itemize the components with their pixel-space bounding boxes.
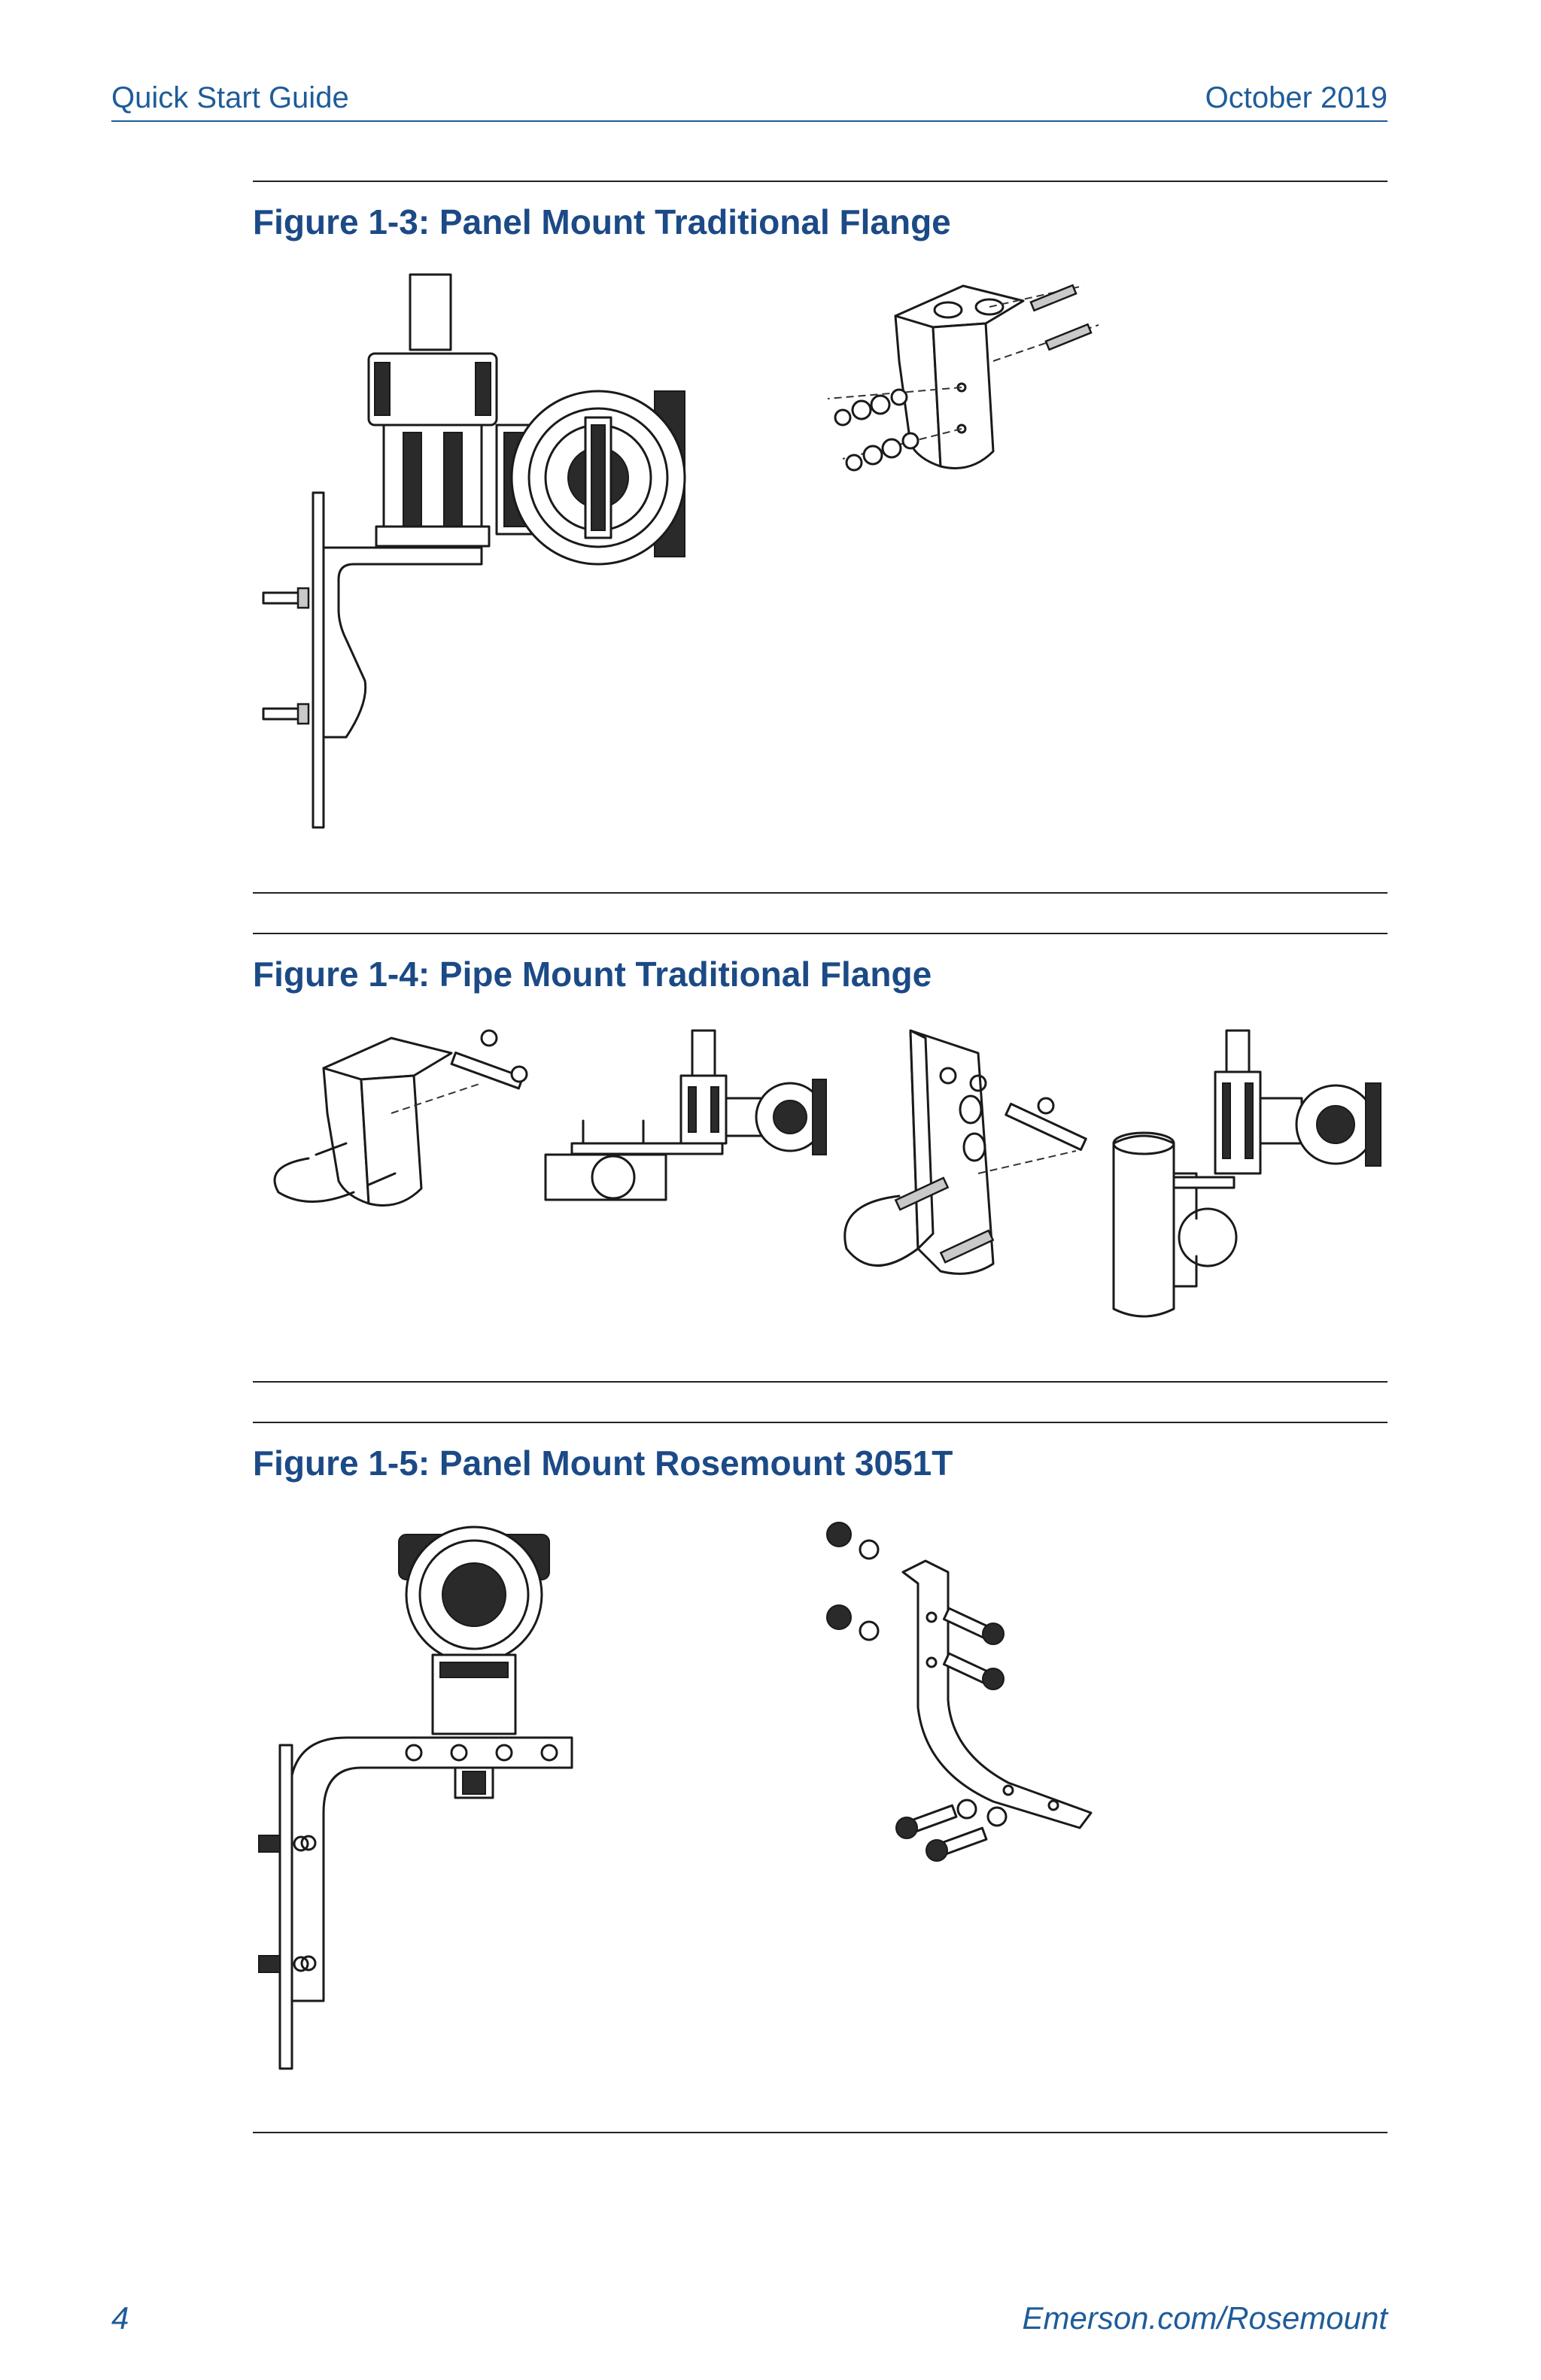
figure-1-5-title: Figure 1-5: Panel Mount Rosemount 3051T	[253, 1443, 953, 1483]
header-date: October 2019	[1205, 81, 1388, 114]
figure-1-5-bracket-exploded-illustration	[813, 1512, 1114, 1888]
figure-1-3-transmitter-illustration	[256, 271, 722, 835]
figure-1-4-title: Figure 1-4: Pipe Mount Traditional Flang…	[253, 955, 932, 994]
page-number: 4	[111, 2300, 129, 2336]
figure-1-4-top-rule	[253, 933, 1388, 934]
footer-website: Emerson.com/Rosemount	[1022, 2300, 1388, 2336]
figure-1-5-bottom-rule	[253, 2132, 1388, 2133]
figure-1-3-top-rule	[253, 181, 1388, 182]
figure-1-4-bracket-ubolt-illustration	[263, 1023, 549, 1219]
header-guide-title: Quick Start Guide	[111, 81, 349, 114]
figure-1-4-bottom-rule	[253, 1381, 1388, 1383]
figure-1-3-title: Figure 1-3: Panel Mount Traditional Flan…	[253, 202, 951, 241]
header-rule	[111, 120, 1388, 122]
figure-1-4-transmitter-on-vertical-pipe-illustration	[1106, 1023, 1407, 1324]
figure-1-3-bottom-rule	[253, 892, 1388, 894]
figure-1-5-top-rule	[253, 1422, 1388, 1423]
figure-1-4-vertical-bracket-exploded-illustration	[828, 1023, 1084, 1294]
figure-1-3-bracket-exploded-illustration	[828, 271, 1114, 519]
figure-1-4-transmitter-on-pipe-illustration	[542, 1023, 843, 1219]
figure-1-5-3051t-panel-illustration	[248, 1512, 594, 2076]
